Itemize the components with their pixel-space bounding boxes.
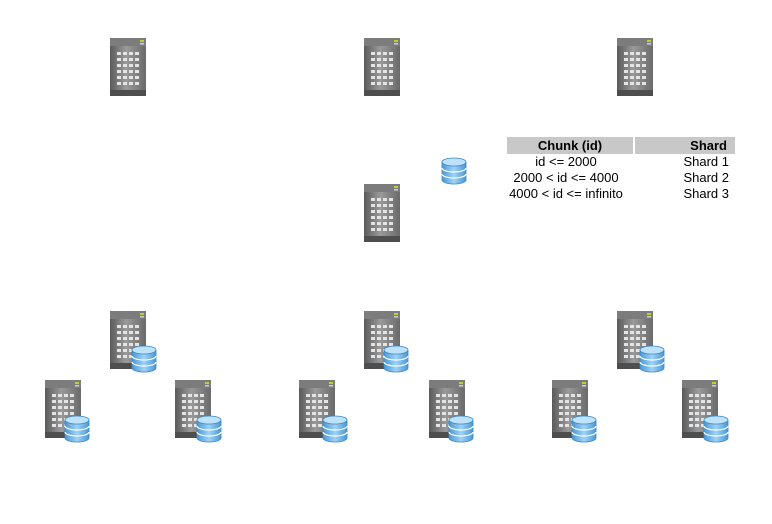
table-row: id <= 2000 Shard 1 [507,154,735,170]
table-row: 4000 < id <= infinito Shard 3 [507,186,735,202]
cell-chunk: 4000 < id <= infinito [509,186,623,201]
table-row: 2000 < id <= 4000 Shard 2 [507,170,735,186]
server-icon [108,38,148,96]
server-icon [615,38,655,96]
database-icon [131,345,157,373]
database-icon [322,415,348,443]
database-icon [441,157,467,185]
database-icon [196,415,222,443]
server-icon [362,38,402,96]
server-icon [362,184,402,242]
database-icon [639,345,665,373]
cell-shard: Shard 3 [683,186,729,201]
database-icon [448,415,474,443]
database-icon [383,345,409,373]
cell-shard: Shard 2 [683,170,729,185]
database-icon [703,415,729,443]
cell-chunk: id <= 2000 [535,154,597,169]
header-shard: Shard [635,137,735,154]
cell-shard: Shard 1 [683,154,729,169]
cell-chunk: 2000 < id <= 4000 [513,170,619,185]
database-icon [571,415,597,443]
chunk-shard-table: Chunk (id) Shard id <= 2000 Shard 1 2000… [507,137,735,202]
database-icon [64,415,90,443]
table-header: Chunk (id) Shard [507,137,735,154]
header-chunk: Chunk (id) [507,137,633,154]
